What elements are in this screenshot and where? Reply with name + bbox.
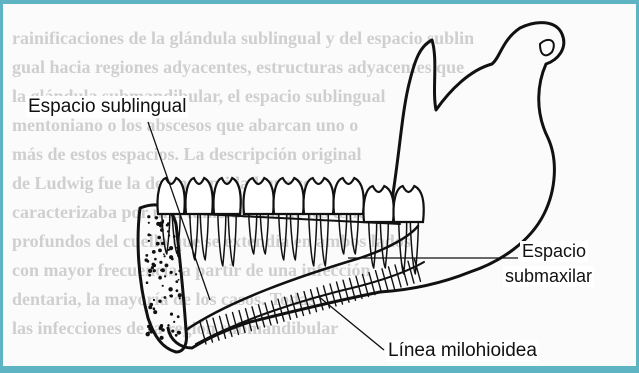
background-text-line: mentoniano o los abscesos que abarcan un… [12,115,358,135]
stipple-dot [153,310,157,314]
stipple-dot [179,297,181,299]
stipple-dot [177,315,180,318]
stipple-dot [169,255,173,259]
label-espacio-submaxilar-line2: submaxilar [503,266,594,287]
stipple-dot [148,269,152,273]
stipple-dot [170,271,173,274]
stipple-dot [159,222,163,226]
stipple-dot [163,253,165,255]
stipple-dot [148,305,152,309]
tooth-crown [213,178,240,214]
stipple-dot [173,236,176,239]
tooth-crown [303,178,333,214]
stipple-dot [158,300,161,303]
stipple-dot [160,228,164,232]
stipple-dot [177,331,181,335]
stipple-dot [164,255,166,257]
stipple-dot [159,261,162,264]
stipple-dot [169,295,171,297]
background-text-line: gual hacia regiones adyacentes, estructu… [12,57,464,77]
stipple-dot [148,240,150,242]
stipple-dot [147,233,150,236]
label-linea-milohioidea: Línea milohioidea [386,340,539,362]
stipple-dot [153,269,156,272]
stipple-dot [162,285,164,287]
stipple-dot [150,330,153,333]
stipple-dot [157,236,161,240]
background-text-line: más de estos espacios. La descripción or… [12,144,362,164]
stipple-dot [178,293,182,297]
tooth-crown [185,178,212,214]
stipple-dot [147,215,150,218]
stipple-dot [173,321,175,323]
stipple-dot [175,226,178,229]
stipple-dot [171,330,174,333]
stipple-dot [158,249,162,253]
stipple-dot [152,250,156,254]
stipple-dot [148,331,150,333]
stipple-dot [159,327,162,330]
stipple-dot [156,217,158,219]
stipple-dot [148,222,150,224]
tooth-crown [273,178,303,214]
tooth-crown [243,178,273,214]
stipple-dot [176,289,179,292]
stipple-dot [164,275,166,277]
label-espacio-sublingual: Espacio sublingual [26,96,188,118]
tooth-crown [157,178,184,214]
hatch-stroke [395,265,401,287]
stipple-dot [166,224,169,227]
stipple-dot [169,246,173,250]
stipple-dot [158,276,162,280]
stipple-dot [165,264,169,268]
stipple-dot [156,242,160,246]
stipple-dot [167,324,169,326]
stipple-dot [146,281,149,284]
stipple-dot [175,273,177,275]
label-espacio-submaxilar-line1: Espacio [520,241,588,262]
stipple-dot [175,334,178,337]
stipple-dot [175,280,178,283]
tooth-crown [333,178,363,214]
stipple-dot [178,279,180,281]
stipple-dot [161,242,164,245]
stipple-dot [168,234,170,236]
stipple-dot [153,307,156,310]
background-text-line: dentaria, la mayoría de los casos. Todas [12,289,315,309]
stipple-dot [148,274,151,277]
background-text-line: con mayor frecuencia a partir de una inf… [12,260,370,280]
stipple-dot [160,269,162,271]
stipple-dot [146,260,149,263]
stipple-dot [170,313,173,316]
stipple-dot [178,270,180,272]
background-text: rainificaciones de la glándula sublingua… [12,28,474,338]
stipple-dot [145,309,148,312]
stipple-dot [154,258,157,261]
background-text-line: rainificaciones de la glándula sublingua… [12,28,474,48]
stipple-dot [168,287,172,291]
tooth-crown [393,186,423,222]
stipple-dot [177,254,180,257]
stipple-dot [145,254,148,257]
stipple-dot [153,299,155,301]
stipple-dot [167,230,169,232]
stipple-dot [164,296,167,299]
stipple-dot [160,336,164,340]
stipple-dot [153,263,155,265]
stipple-dot [176,247,178,249]
background-text-line: profundos del cuello que se extendía en … [12,231,411,251]
tooth-crown [363,186,393,222]
ramus-inner-edge [540,40,554,55]
